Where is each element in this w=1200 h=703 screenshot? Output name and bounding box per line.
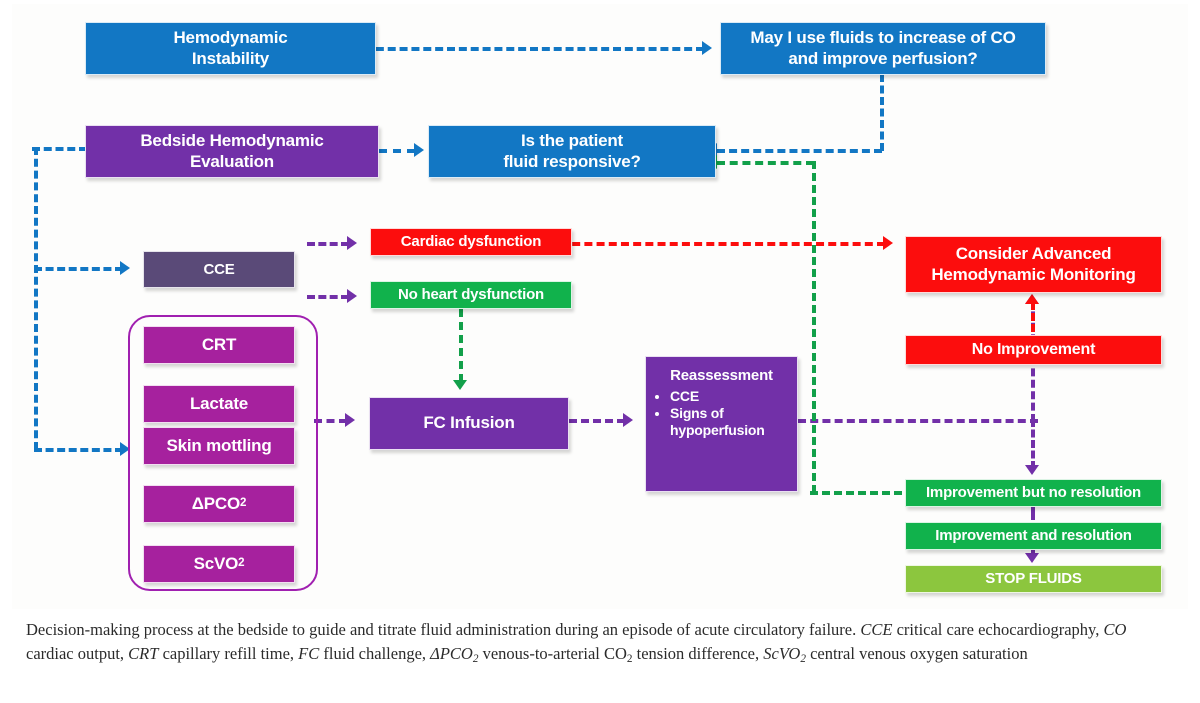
def-dpco2-sub: 2 bbox=[626, 652, 633, 665]
connector-cce-to-noheart bbox=[307, 295, 349, 299]
connector-bedside-to-responsive bbox=[379, 149, 415, 153]
connector-fluids-down bbox=[880, 74, 884, 151]
arrowhead-fc-to-reassessment bbox=[623, 413, 633, 427]
node-may-i-use-fluids[interactable]: May I use fluids to increase of CO and i… bbox=[720, 22, 1046, 75]
node-label: Improvement and resolution bbox=[935, 527, 1132, 545]
node-label-sub: 2 bbox=[238, 557, 245, 570]
node-cce[interactable]: CCE bbox=[143, 251, 295, 288]
connector-noheart-down bbox=[459, 309, 463, 382]
connector-bedside-left bbox=[32, 147, 87, 151]
connector-instability-to-fluids bbox=[364, 47, 704, 51]
connector-improve1-to-improve2 bbox=[1031, 506, 1035, 520]
node-is-patient-fluid-responsive[interactable]: Is the patient fluid responsive? bbox=[428, 125, 716, 178]
connector-bedside-vertical bbox=[34, 147, 38, 450]
connector-green-to-responsive bbox=[717, 161, 814, 165]
arrowhead-instability-to-fluids bbox=[702, 41, 712, 55]
node-improvement-and-resolution[interactable]: Improvement and resolution bbox=[905, 522, 1162, 550]
reassessment-list: CCE Signs of hypoperfusion bbox=[654, 388, 789, 439]
node-fc-infusion[interactable]: FC Infusion bbox=[369, 397, 569, 450]
abbr-fc: FC bbox=[298, 643, 320, 663]
node-label: CCE bbox=[203, 260, 235, 278]
node-no-improvement[interactable]: No Improvement bbox=[905, 335, 1162, 365]
arrowhead-cce-to-noheart bbox=[347, 289, 357, 303]
def-cce: critical care echocardiography, bbox=[892, 620, 1104, 639]
abbr-co: CO bbox=[1103, 620, 1127, 639]
arrowhead-to-cce bbox=[120, 261, 130, 275]
node-label: No Improvement bbox=[971, 340, 1096, 358]
abbr-scvo2-sub: 2 bbox=[800, 652, 806, 665]
connector-green-vertical bbox=[812, 161, 816, 493]
node-label: Improvement but no resolution bbox=[925, 484, 1142, 502]
node-cardiac-dysfunction[interactable]: Cardiac dysfunction bbox=[370, 228, 572, 256]
connector-to-cce bbox=[34, 267, 123, 271]
arrowhead-cardiac-to-consider bbox=[883, 236, 893, 250]
node-hemodynamic-instability[interactable]: Hemodynamic Instability bbox=[85, 22, 376, 75]
node-label-sub: 2 bbox=[240, 497, 247, 510]
node-consider-advanced-hemodynamic-monitoring[interactable]: Consider Advanced Hemodynamic Monitoring bbox=[905, 236, 1162, 293]
def-crt: capillary refill time, bbox=[158, 643, 299, 663]
node-reassessment[interactable]: Reassessment CCE Signs of hypoperfusion bbox=[645, 356, 798, 492]
connector-fluids-to-responsive bbox=[717, 149, 882, 153]
node-label: CRT bbox=[201, 334, 237, 354]
arrowhead-cce-to-cardiac bbox=[347, 236, 357, 250]
list-item: CCE bbox=[670, 388, 789, 405]
node-label: Is the patient fluid responsive? bbox=[503, 131, 641, 171]
arrowhead-bedside-to-responsive bbox=[414, 143, 424, 157]
node-lactate[interactable]: Lactate bbox=[143, 385, 295, 423]
node-label: No heart dysfunction bbox=[397, 286, 544, 304]
node-label: ΔPCO bbox=[191, 493, 241, 513]
connector-noimprove-up bbox=[1031, 302, 1035, 332]
def-scvo2: central venous oxygen saturation bbox=[805, 643, 1028, 663]
figure-caption: Decision-making process at the bedside t… bbox=[26, 618, 1176, 667]
node-label: STOP FLUIDS bbox=[985, 570, 1082, 588]
node-label: Skin mottling bbox=[166, 435, 272, 455]
node-improvement-but-no-resolution[interactable]: Improvement but no resolution bbox=[905, 479, 1162, 507]
abbr-dpco2: ΔPCO bbox=[430, 643, 473, 663]
node-label: Consider Advanced Hemodynamic Monitoring bbox=[931, 244, 1136, 284]
abbr-cce: CCE bbox=[860, 620, 893, 639]
arrowhead-noimprove-to-consider bbox=[1025, 294, 1039, 304]
def-fc: fluid challenge, bbox=[319, 643, 431, 663]
connector-cardiac-to-consider bbox=[560, 242, 885, 246]
list-item: Signs of hypoperfusion bbox=[670, 405, 789, 439]
node-skin-mottling[interactable]: Skin mottling bbox=[143, 427, 295, 465]
connector-cce-to-cardiac bbox=[307, 242, 349, 246]
arrowhead-noheart-to-fc bbox=[453, 380, 467, 390]
arrowhead-stack-to-fc bbox=[345, 413, 355, 427]
connector-to-stack bbox=[34, 448, 123, 452]
node-stop-fluids[interactable]: STOP FLUIDS bbox=[905, 565, 1162, 593]
connector-purple-trunk-down bbox=[1031, 419, 1035, 469]
node-bedside-hemodynamic-evaluation[interactable]: Bedside Hemodynamic Evaluation bbox=[85, 125, 379, 178]
node-crt[interactable]: CRT bbox=[143, 326, 295, 364]
node-label: Hemodynamic Instability bbox=[173, 28, 288, 68]
node-no-heart-dysfunction[interactable]: No heart dysfunction bbox=[370, 281, 572, 309]
reassessment-title: Reassessment bbox=[670, 367, 773, 384]
node-label: FC Infusion bbox=[423, 413, 515, 433]
perfusion-markers-group bbox=[128, 315, 318, 591]
arrowhead-to-stop-fluids bbox=[1025, 553, 1039, 563]
arrowhead-trunk-to-improvement bbox=[1025, 465, 1039, 475]
abbr-dpco2-sub: 2 bbox=[472, 652, 479, 665]
flowchart-canvas: Hemodynamic Instability May I use fluids… bbox=[12, 4, 1188, 609]
abbr-crt: CRT bbox=[128, 643, 159, 663]
node-label: ScVO bbox=[193, 553, 239, 573]
abbr-scvo2: ScVO bbox=[763, 643, 801, 663]
caption-text: Decision-making process at the bedside t… bbox=[26, 620, 861, 639]
connector-improve-left bbox=[810, 491, 902, 495]
def-dpco2-a: venous-to-arterial CO bbox=[478, 643, 627, 663]
def-co: cardiac output, bbox=[26, 643, 129, 663]
arrowhead-to-stack bbox=[120, 442, 130, 456]
node-label: Cardiac dysfunction bbox=[400, 233, 542, 251]
node-label: Lactate bbox=[189, 393, 249, 413]
connector-stack-to-fc bbox=[314, 419, 347, 423]
node-label: Bedside Hemodynamic Evaluation bbox=[140, 131, 324, 171]
node-label: May I use fluids to increase of CO and i… bbox=[750, 28, 1016, 68]
connector-reassessment-right bbox=[798, 419, 1038, 423]
def-dpco2-b: tension difference, bbox=[632, 643, 764, 663]
